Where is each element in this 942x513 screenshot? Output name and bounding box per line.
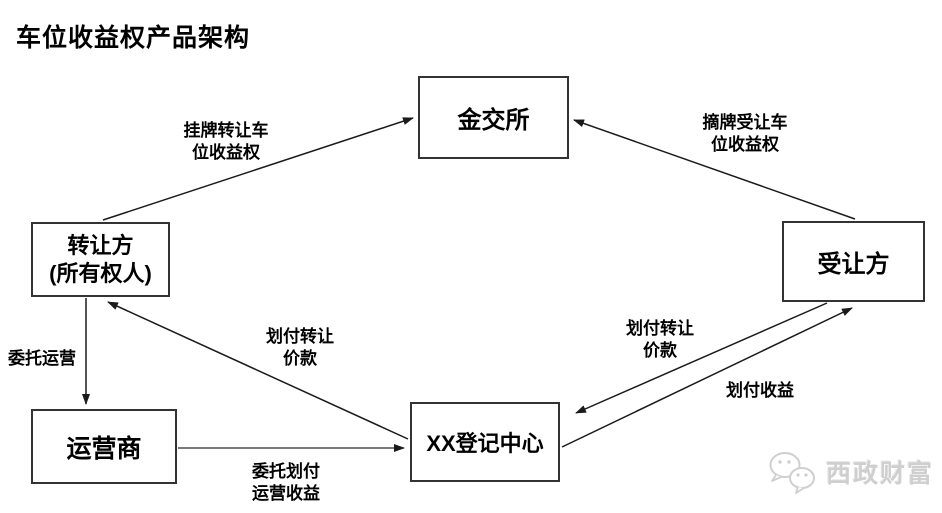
- edge-label-entrust-pay-line2: 运营收益: [252, 484, 320, 503]
- node-operator-label: 运营商: [66, 434, 142, 463]
- arrow-pay-income: [561, 307, 853, 448]
- edge-label-pay-left-line1: 划付转让: [266, 327, 334, 346]
- node-registry: XX登记中心: [410, 402, 560, 482]
- node-transferor-label-line2: (所有权人): [49, 260, 152, 286]
- node-transferor-label-line1: 转让方: [67, 232, 134, 258]
- arrow-delisting: [573, 119, 856, 220]
- watermark-text: 西政财富: [826, 460, 935, 488]
- node-exchange: 金交所: [418, 76, 569, 159]
- node-exchange-label: 金交所: [457, 107, 530, 134]
- arrow-listing: [102, 117, 414, 221]
- arrow-pay-transfer-price-to-transferor: [107, 301, 409, 440]
- edge-label-pay-transfer-price-to-transferor: 划付转让 价款: [240, 326, 360, 370]
- edge-label-pay-right-line1: 划付转让: [626, 319, 694, 338]
- edge-label-entrust-operation: 委托运营: [8, 348, 88, 370]
- node-operator: 运营商: [31, 409, 177, 484]
- edge-label-entrust-operation-line1: 委托运营: [8, 349, 76, 368]
- node-transferee-label: 受让方: [817, 251, 890, 278]
- edge-label-delisting-line1: 摘牌受让车: [702, 113, 788, 132]
- edge-label-pay-income: 划付收益: [700, 380, 820, 402]
- edge-label-pay-income-line1: 划付收益: [726, 381, 794, 400]
- edge-label-pay-left-line2: 价款: [283, 349, 317, 368]
- node-transferor: 转让方 (所有权人): [31, 222, 170, 297]
- edge-label-entrust-pay-line1: 委托划付: [252, 462, 320, 481]
- arrow-pay-transfer-price-from-transferee: [575, 302, 828, 414]
- node-transferee: 受让方: [782, 221, 925, 302]
- edge-label-listing-line1: 挂牌转让车: [183, 121, 269, 140]
- edge-label-delisting-line2: 位收益权: [711, 135, 779, 154]
- watermark: 西政财富: [768, 450, 934, 494]
- edge-label-entrust-pay-operating-income: 委托划付 运营收益: [226, 461, 346, 505]
- edge-label-pay-transfer-price-from-transferee: 划付转让 价款: [600, 318, 720, 362]
- wechat-icon: [769, 452, 815, 494]
- edge-label-delisting: 摘牌受让车 位收益权: [665, 112, 825, 156]
- edge-label-pay-right-line2: 价款: [643, 341, 677, 360]
- edge-label-listing-line2: 位收益权: [192, 143, 260, 162]
- page-title: 车位收益权产品架构: [16, 24, 251, 52]
- node-registry-label: XX登记中心: [426, 431, 544, 456]
- edge-label-listing: 挂牌转让车 位收益权: [146, 120, 306, 164]
